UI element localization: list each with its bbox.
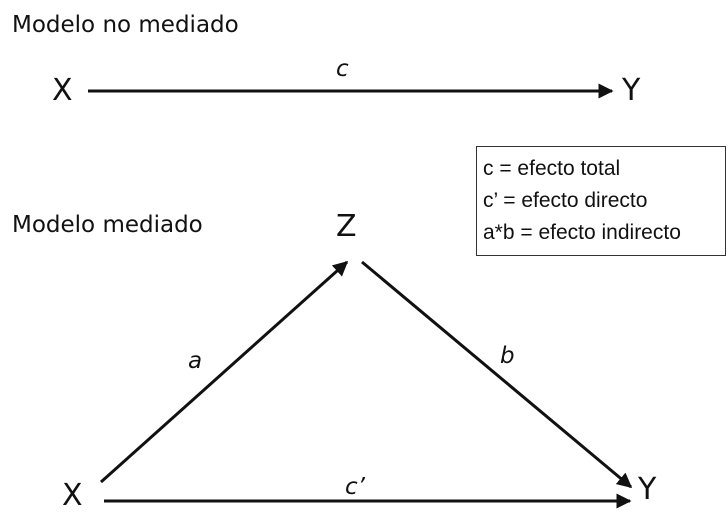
- mediated-node-y: Y: [638, 472, 657, 507]
- mediated-title: Modelo mediado: [12, 212, 203, 238]
- unmediated-node-x: X: [52, 73, 73, 108]
- mediated-node-z: Z: [336, 209, 357, 244]
- legend-box: c = efecto total c’ = efecto directo a*b…: [476, 146, 726, 256]
- legend-row-direct: c’ = efecto directo: [483, 189, 648, 212]
- unmediated-path-c-label: c: [336, 56, 349, 82]
- legend-row-indirect: a*b = efecto indirecto: [483, 221, 681, 244]
- mediated-path-c-prime-label: c’: [345, 474, 365, 500]
- mediated-path-a-label: a: [188, 348, 203, 374]
- legend-row-total: c = efecto total: [483, 157, 621, 180]
- unmediated-node-y: Y: [622, 73, 641, 108]
- arrow-z-to-y-b: [361, 260, 633, 489]
- mediated-path-b-label: b: [500, 343, 515, 369]
- arrow-x-to-z-a: [100, 260, 349, 484]
- unmediated-title: Modelo no mediado: [12, 12, 239, 38]
- mediated-node-x: X: [62, 478, 83, 513]
